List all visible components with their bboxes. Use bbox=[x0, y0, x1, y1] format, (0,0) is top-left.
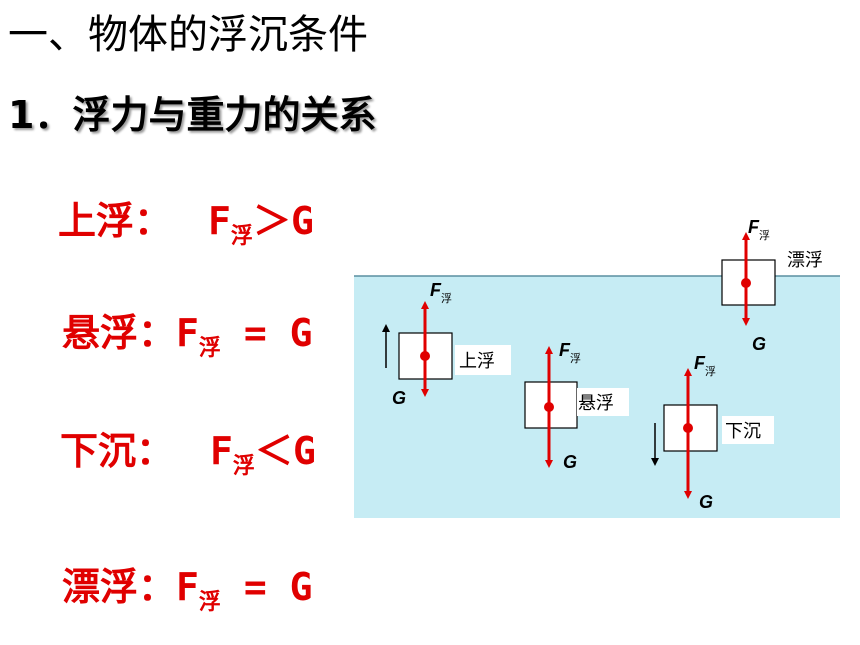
floating-center-dot bbox=[741, 278, 751, 288]
rising-center-dot bbox=[420, 351, 430, 361]
buoyancy-symbol: F bbox=[176, 311, 199, 355]
relation-sign: = bbox=[220, 565, 290, 609]
floating-object: F 浮 G 漂浮 bbox=[721, 217, 823, 354]
section-heading: 1．浮力与重力的关系 bbox=[8, 93, 377, 137]
rising-force-subscript: 浮 bbox=[441, 292, 452, 305]
buoyancy-subscript: 浮 bbox=[198, 590, 221, 615]
condition-colon: ： bbox=[138, 311, 177, 355]
buoyancy-symbol: F bbox=[210, 429, 233, 473]
suspended-center-dot bbox=[544, 402, 554, 412]
page-title: 一、物体的浮沉条件 bbox=[8, 12, 368, 58]
relation-sign: = bbox=[220, 311, 290, 355]
suspended-force-subscript: 浮 bbox=[570, 352, 581, 365]
rising-force-label: F bbox=[430, 280, 442, 300]
floating-label: 漂浮 bbox=[787, 250, 823, 271]
rising-label: 上浮 bbox=[459, 351, 495, 372]
relation-sign: ＜ bbox=[254, 429, 293, 473]
floating-force-subscript: 浮 bbox=[759, 229, 770, 242]
weight-symbol: G bbox=[290, 199, 314, 243]
condition-suspend: 悬浮：F浮 = G bbox=[62, 302, 312, 362]
sinking-force-subscript: 浮 bbox=[705, 365, 716, 378]
weight-symbol: G bbox=[289, 565, 313, 609]
suspended-object: F 浮 G 悬浮 bbox=[524, 340, 629, 472]
suspended-force-label: F bbox=[559, 340, 571, 360]
sinking-center-dot bbox=[683, 423, 693, 433]
buoyancy-symbol: F bbox=[208, 199, 231, 243]
condition-colon: ： bbox=[136, 429, 175, 473]
condition-sink: 下沉： F浮＜G bbox=[60, 420, 316, 480]
condition-colon: ： bbox=[134, 199, 173, 243]
rising-object: F 浮 G 上浮 bbox=[382, 280, 511, 408]
suspended-weight-label: G bbox=[563, 452, 577, 472]
floating-weight-label: G bbox=[752, 334, 766, 354]
condition-rise: 上浮： F浮＞G bbox=[58, 190, 314, 250]
sinking-label: 下沉 bbox=[725, 421, 761, 442]
sinking-object: F 浮 G 下沉 bbox=[651, 353, 774, 512]
weight-symbol: G bbox=[289, 311, 313, 355]
sinking-weight-label: G bbox=[699, 492, 713, 512]
condition-state: 悬浮 bbox=[62, 311, 139, 355]
condition-colon: ： bbox=[138, 565, 177, 609]
weight-symbol: G bbox=[292, 429, 316, 473]
sinking-force-label: F bbox=[694, 353, 706, 373]
condition-state: 漂浮 bbox=[62, 565, 139, 609]
buoyancy-subscript: 浮 bbox=[198, 336, 221, 361]
buoyancy-subscript: 浮 bbox=[232, 454, 255, 479]
buoyancy-symbol: F bbox=[176, 565, 199, 609]
buoyancy-subscript: 浮 bbox=[230, 224, 253, 249]
condition-state: 上浮 bbox=[58, 199, 135, 243]
relation-sign: ＞ bbox=[252, 199, 291, 243]
floating-force-label: F bbox=[748, 217, 760, 237]
rising-weight-label: G bbox=[392, 388, 406, 408]
condition-float: 漂浮：F浮 = G bbox=[62, 556, 312, 616]
condition-state: 下沉 bbox=[60, 429, 137, 473]
suspended-label: 悬浮 bbox=[578, 393, 614, 414]
